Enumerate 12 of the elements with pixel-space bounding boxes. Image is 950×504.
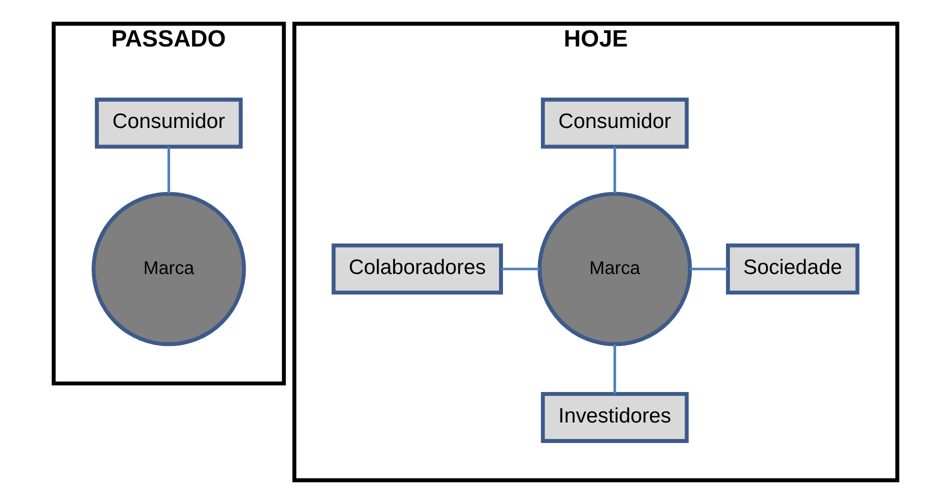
node-circle: Marca [537,192,692,346]
node-box: Colaboradores [331,244,502,294]
connector [690,268,728,270]
connector [500,268,539,270]
node-box: Consumidor [94,98,242,149]
node-box: Investidores [540,392,688,443]
connector [612,344,616,394]
connector [612,146,616,194]
connector [166,146,170,194]
node-box: Sociedade [725,244,859,294]
node-circle: Marca [91,192,246,346]
node-box: Consumidor [540,98,688,149]
